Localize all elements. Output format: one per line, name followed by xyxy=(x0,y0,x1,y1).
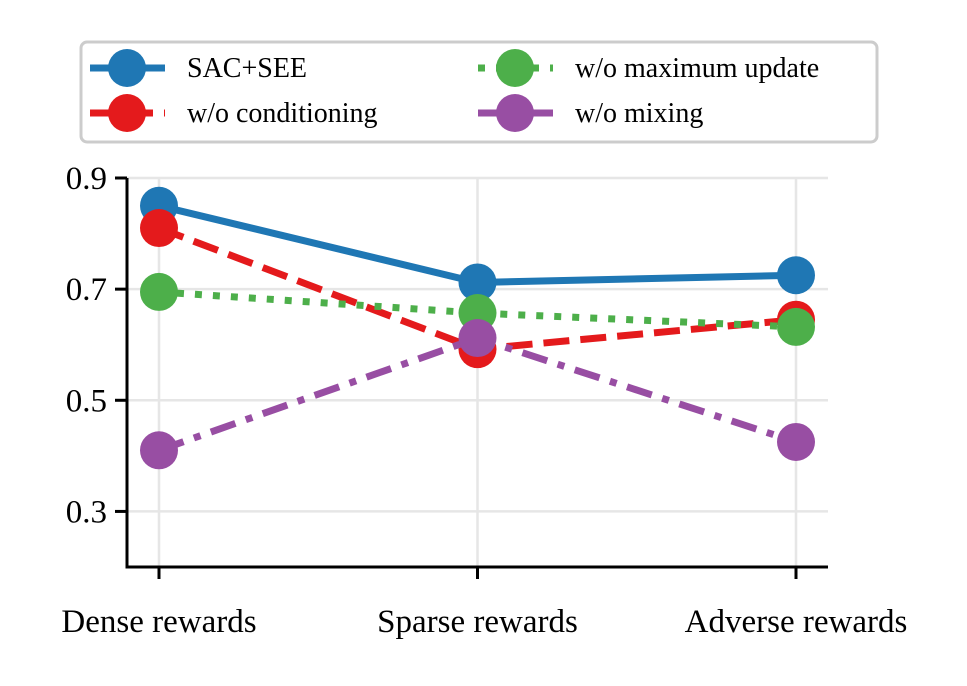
data-point xyxy=(140,431,178,470)
legend: SAC+SEE w/o conditioning w/o maximum updat… xyxy=(79,40,879,144)
data-point xyxy=(458,263,497,302)
legend-box xyxy=(79,40,879,144)
legend-entry: w/o maximum update xyxy=(478,49,819,87)
data-point xyxy=(777,256,815,295)
legend-marker xyxy=(496,49,534,87)
legend-label: w/o conditioning xyxy=(187,98,378,129)
data-point xyxy=(777,307,815,346)
legend-entry: w/o mixing xyxy=(478,94,703,132)
y-tick-label: 0.3 xyxy=(66,494,107,530)
legend-marker xyxy=(496,94,534,132)
legend-marker xyxy=(108,94,146,132)
x-tick-label: Adverse rewards xyxy=(685,604,908,640)
legend-entry: w/o conditioning xyxy=(90,94,378,132)
y-tick-label: 0.7 xyxy=(66,272,107,308)
legend-label: SAC+SEE xyxy=(187,53,307,84)
data-point xyxy=(777,422,815,461)
data-point xyxy=(458,319,497,358)
series-4 xyxy=(140,319,815,470)
x-tick-label: Dense rewards xyxy=(61,604,256,640)
data-point xyxy=(140,209,178,248)
legend-label: w/o maximum update xyxy=(575,53,819,84)
x-tick-label: Sparse rewards xyxy=(377,604,578,640)
y-tick-label: 0.9 xyxy=(66,161,107,197)
y-tick-label: 0.5 xyxy=(66,383,107,419)
series-lines xyxy=(140,186,815,470)
legend-entry: SAC+SEE xyxy=(90,49,307,87)
legend-label: w/o mixing xyxy=(575,98,703,129)
legend-marker xyxy=(108,49,146,87)
data-point xyxy=(140,272,178,311)
